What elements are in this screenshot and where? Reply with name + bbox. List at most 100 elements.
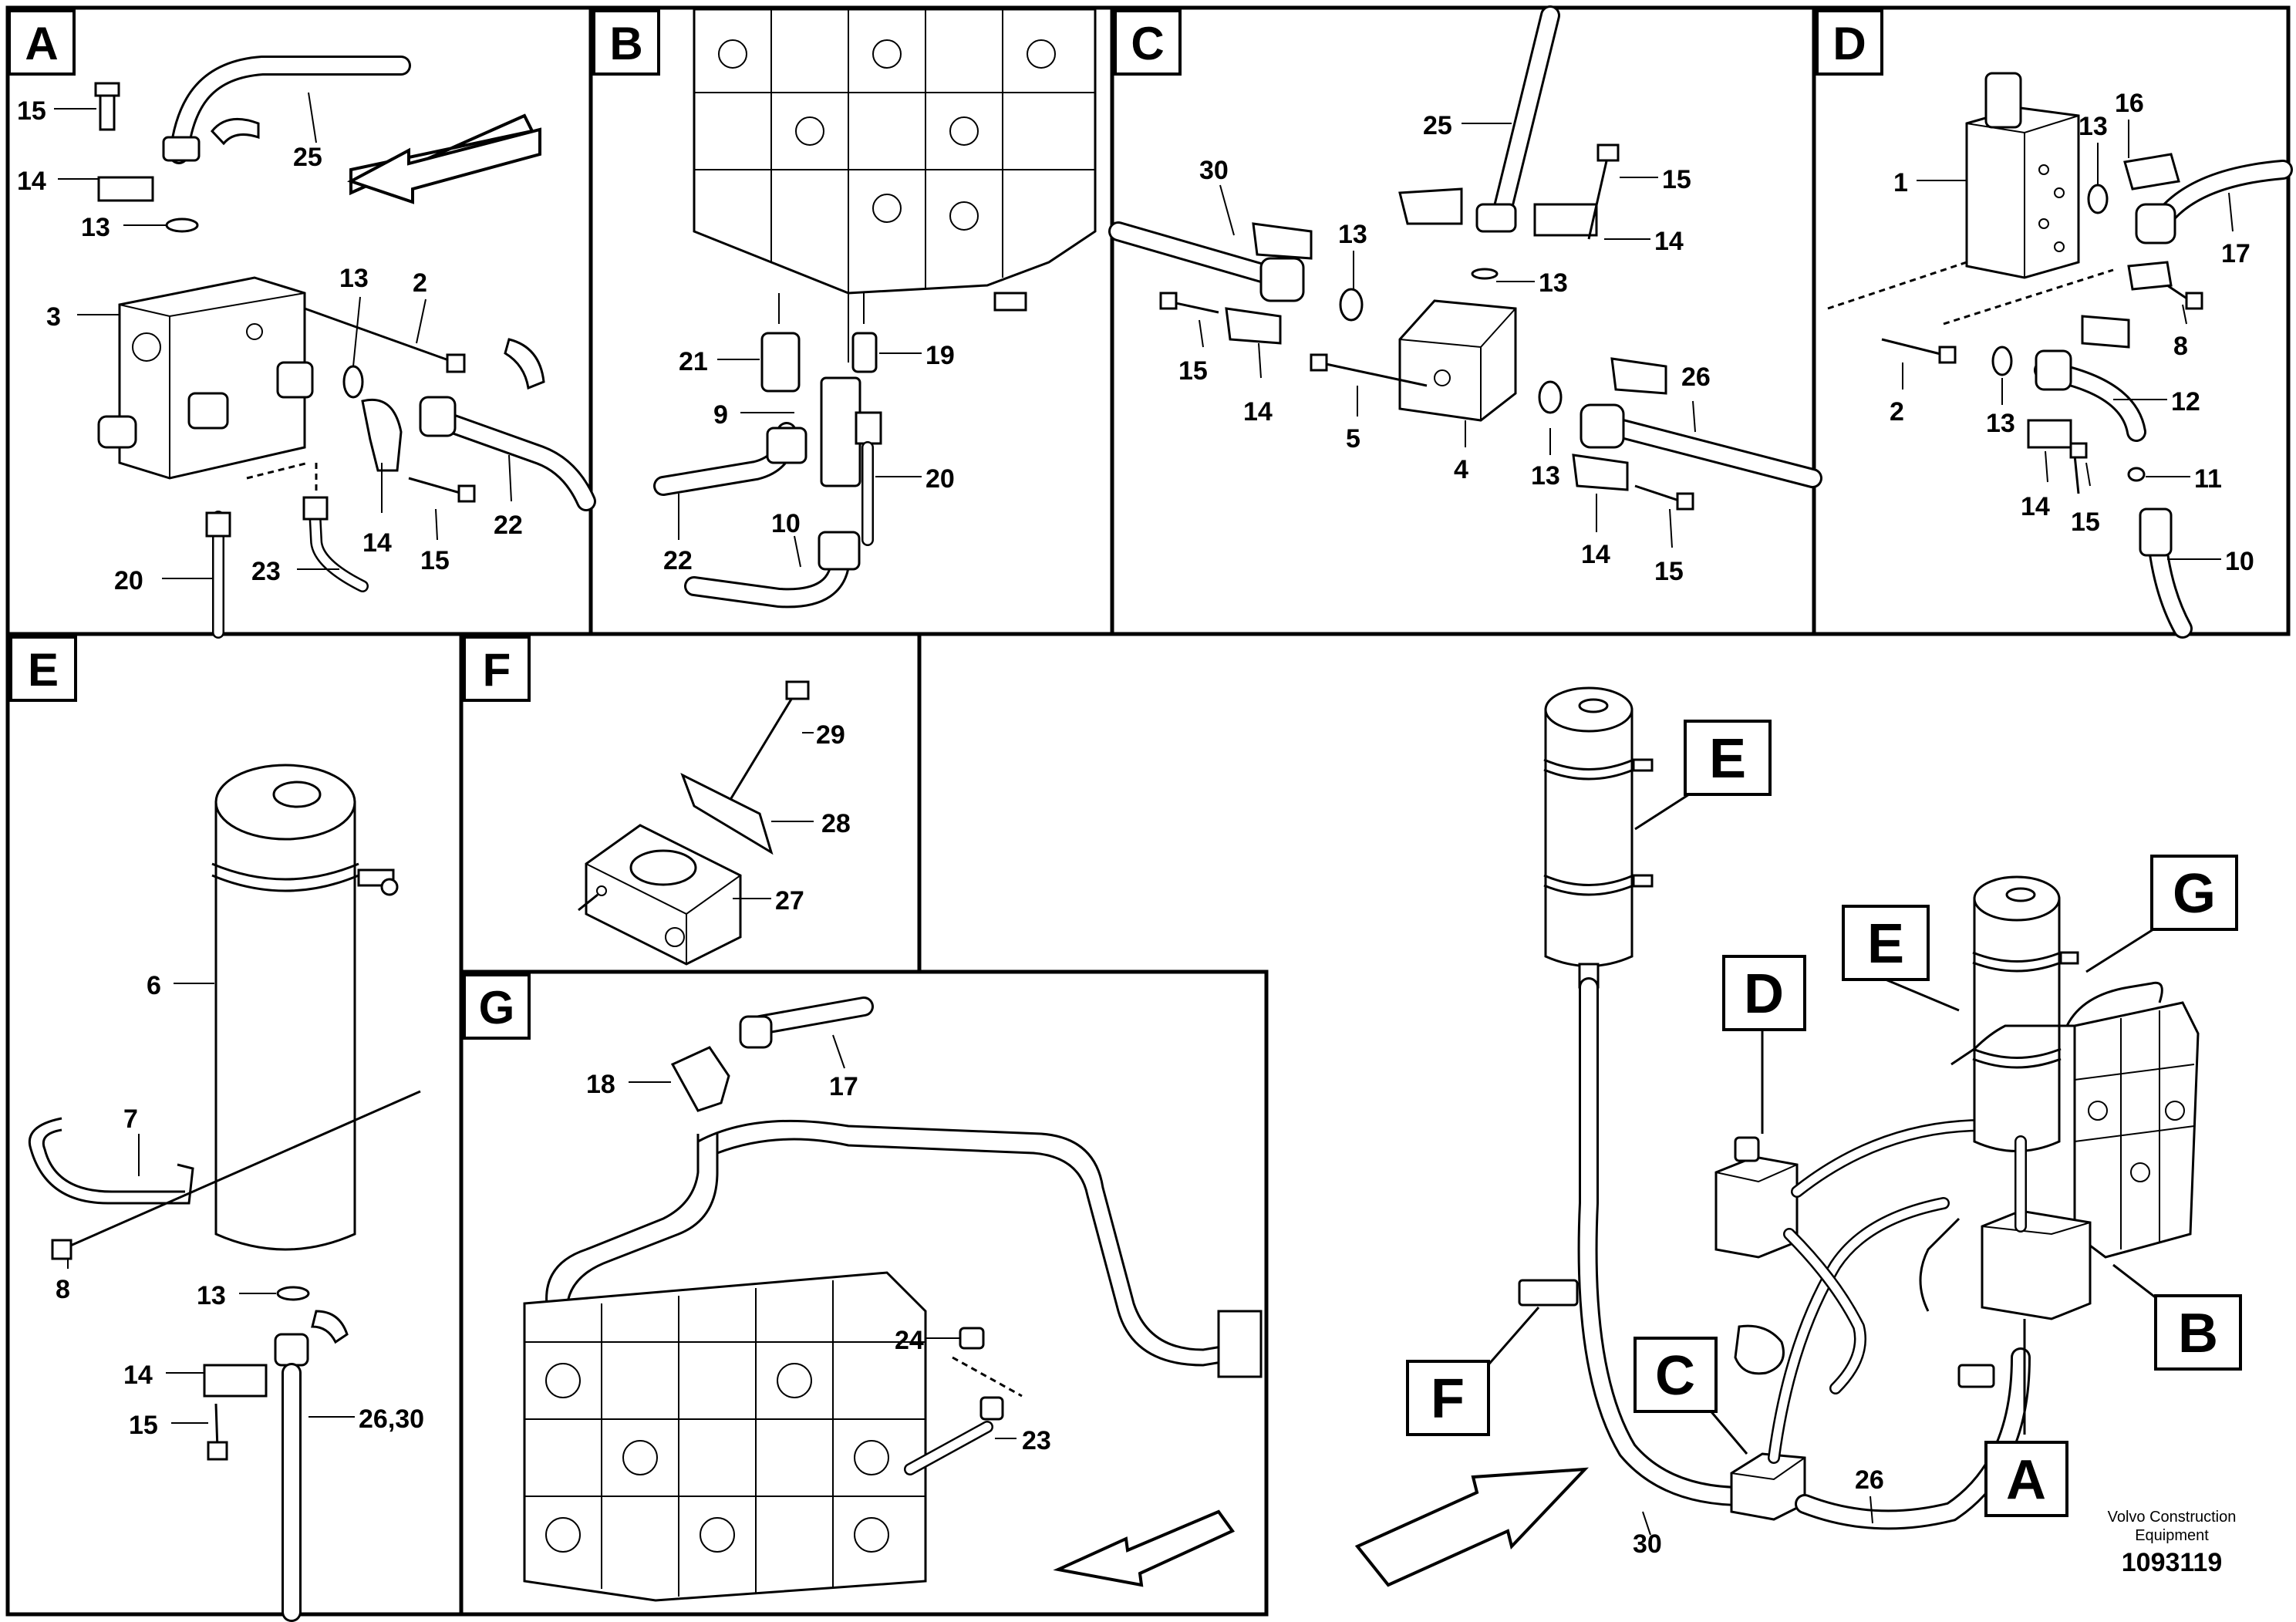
svg-text:14: 14 [17,167,46,196]
svg-text:21: 21 [679,347,708,376]
overview-tag-e-right: E [1842,905,1960,1012]
svg-text:26: 26 [1855,1465,1884,1495]
svg-text:13: 13 [2079,112,2108,141]
panel-e-drawing [29,764,421,1622]
svg-text:25: 25 [1423,111,1452,140]
document-number: 1093119 [2122,1548,2223,1577]
svg-text:15: 15 [420,546,450,575]
overview-tag-f: F [1406,1307,1540,1436]
svg-text:23: 23 [251,557,281,586]
svg-text:14: 14 [2021,492,2050,521]
panel-a-drawing [94,56,596,639]
svg-text:13: 13 [1338,220,1367,249]
svg-text:13: 13 [197,1281,226,1310]
svg-text:16: 16 [2115,89,2144,118]
svg-text:13: 13 [1986,409,2015,438]
svg-text:14: 14 [123,1361,153,1390]
svg-text:2: 2 [413,268,427,298]
svg-text:1: 1 [1893,168,1908,197]
svg-text:22: 22 [494,511,523,540]
overview-tag-g: G [2085,855,2238,973]
panel-a-callouts: 15 14 13 25 3 13 2 20 23 14 15 22 [17,92,523,595]
panel-f-drawing [578,680,810,966]
svg-text:D: D [1744,963,1784,1025]
svg-text:13: 13 [1539,268,1568,298]
svg-text:15: 15 [1654,557,1684,586]
svg-text:15: 15 [1662,165,1691,194]
svg-text:14: 14 [362,528,392,558]
panel-d-tag: D [1816,9,1883,76]
overview-tag-a: A [1984,1319,2068,1517]
svg-text:15: 15 [129,1411,158,1440]
svg-text:15: 15 [1178,356,1208,386]
overview-callouts: 30 26 [1633,1465,1884,1559]
overview-tag-b: B [2112,1263,2242,1371]
svg-text:4: 4 [1454,455,1468,484]
svg-text:14: 14 [1581,540,1610,569]
svg-text:C: C [1131,18,1164,69]
svg-text:6: 6 [147,971,161,1000]
svg-text:27: 27 [775,886,804,916]
svg-text:19: 19 [925,341,955,370]
panel-b-callouts: 21 9 19 22 10 20 [663,341,955,575]
svg-text:17: 17 [2221,239,2250,268]
svg-text:5: 5 [1346,424,1360,454]
svg-text:9: 9 [713,400,728,430]
panel-e-callouts: 6 7 8 13 14 15 26,30 [56,971,424,1440]
svg-text:2: 2 [1890,397,1904,427]
svg-text:30: 30 [1633,1529,1662,1559]
svg-text:13: 13 [1531,461,1560,491]
svg-text:26: 26 [1681,363,1711,392]
panel-c-tag: C [1114,9,1182,76]
svg-text:14: 14 [1243,397,1273,427]
panel-b-tag: B [592,9,660,76]
svg-text:28: 28 [821,809,851,838]
svg-text:29: 29 [816,720,845,750]
svg-text:C: C [1655,1345,1695,1407]
svg-text:11: 11 [2194,464,2222,494]
panel-g-callouts: 18 17 24 23 [586,1034,1051,1455]
svg-text:E: E [28,644,59,696]
svg-text:7: 7 [123,1104,138,1134]
svg-text:Equipment: Equipment [2135,1527,2209,1544]
svg-text:18: 18 [586,1070,615,1099]
panel-d-drawing [1827,72,2293,639]
svg-text:10: 10 [2225,547,2254,576]
svg-text:10: 10 [771,509,801,538]
svg-text:F: F [1431,1368,1465,1430]
panel-g-drawing [523,996,1263,1602]
svg-text:E: E [1867,913,1904,975]
svg-text:D: D [1832,18,1866,69]
svg-text:25: 25 [293,143,322,172]
panel-c-callouts: 25 15 30 13 13 14 15 14 5 4 26 13 14 15 [1178,111,1711,586]
panel-frames [5,5,2291,1617]
svg-text:F: F [483,644,511,696]
publisher-credit: Volvo Construction Equipment 1093119 [2108,1509,2237,1577]
svg-text:23: 23 [1022,1426,1051,1455]
svg-text:14: 14 [1654,227,1684,256]
svg-text:A: A [25,18,58,69]
svg-text:13: 13 [339,264,369,293]
panel-f-tag: F [463,636,531,702]
svg-text:G: G [2173,863,2216,925]
svg-text:24: 24 [895,1326,924,1355]
svg-text:B: B [609,18,642,69]
svg-text:30: 30 [1199,156,1229,185]
svg-text:3: 3 [46,302,61,332]
svg-text:13: 13 [81,213,110,242]
svg-text:8: 8 [2173,332,2188,361]
panel-a-tag: A [8,9,76,76]
svg-text:Volvo Construction: Volvo Construction [2108,1509,2237,1526]
svg-text:8: 8 [56,1275,70,1304]
svg-text:17: 17 [829,1072,858,1101]
svg-text:E: E [1709,728,1746,790]
svg-text:20: 20 [114,566,143,595]
panel-d-callouts: 16 13 1 17 8 2 13 12 14 15 11 10 [1890,89,2254,576]
overview-tag-d: D [1722,955,1806,1134]
svg-text:A: A [2006,1449,2046,1511]
overview-drawing [1354,686,2200,1587]
svg-text:G: G [479,982,515,1034]
overview-tag-c: C [1633,1337,1748,1455]
svg-text:15: 15 [17,96,46,126]
